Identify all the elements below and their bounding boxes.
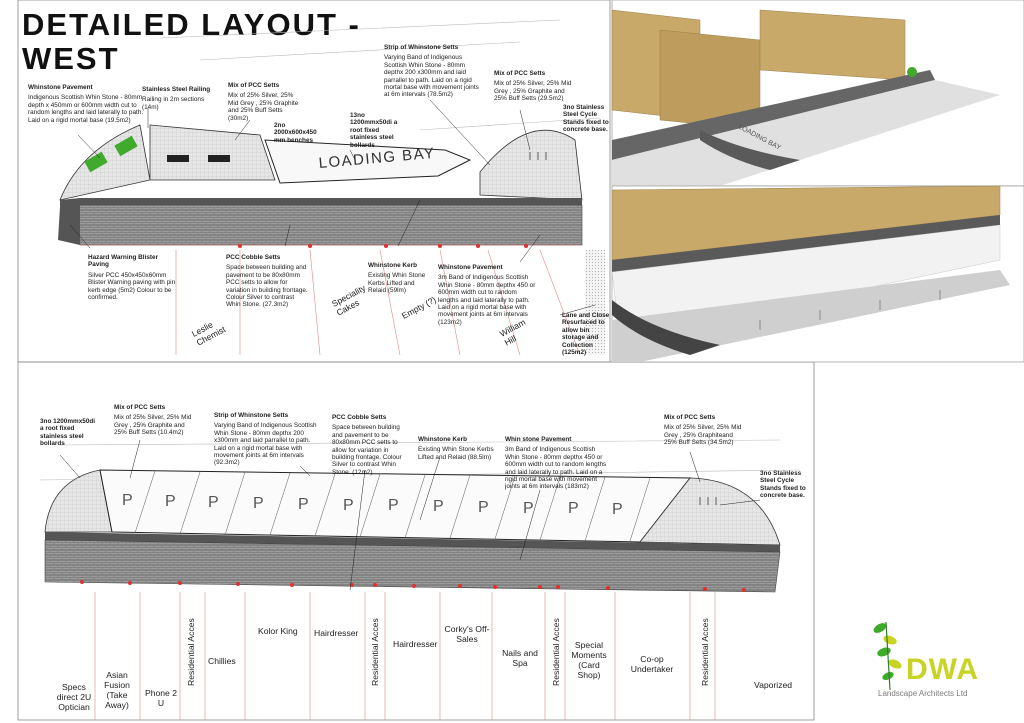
shop-label: Hairdresser — [314, 628, 359, 638]
annotation-benches: 2no 2000x600x450 mm benches — [274, 122, 317, 144]
shop-label: Corky's Off-Sales — [444, 624, 490, 644]
bench-1 — [167, 155, 189, 162]
shop-label: Asian Fusion (Take Away) — [104, 670, 130, 710]
page-title: DETAILED LAYOUT - WEST — [22, 8, 361, 76]
setts-mid — [149, 124, 276, 181]
perspective-top: LOADING BAY — [611, 0, 1024, 187]
shop-label: Residential Acces — [186, 618, 196, 686]
shop-label: Specs direct 2U Optician — [56, 682, 92, 712]
planter-2 — [114, 135, 138, 157]
logo-leaf-icon — [873, 621, 902, 691]
planter-1 — [84, 151, 108, 173]
shop-label: Co-op Undertaker — [630, 654, 674, 674]
bottom-pavement — [44, 539, 781, 593]
shop-label: Residential Acces — [370, 618, 380, 686]
whinstone-pavement — [77, 204, 583, 246]
bottom-plan-frame — [17, 361, 815, 721]
lane-hatch — [585, 250, 605, 355]
parking-symbol: P — [568, 500, 579, 517]
blister-paving — [58, 205, 80, 245]
top-plan — [58, 19, 605, 356]
shop-label: Kolor King — [258, 626, 298, 636]
logo-subtitle: Landscape Architects Ltd — [878, 689, 968, 698]
parking-symbol: P — [612, 501, 623, 518]
shop-label: Hairdresser — [393, 639, 438, 649]
parking-symbol: P — [208, 494, 219, 511]
loading-bay-area — [264, 139, 472, 184]
annotation-cycle-stands-top: 3no Stainless Steel Cycle Stands fixed t… — [563, 104, 609, 134]
parking-symbol: P — [523, 500, 534, 517]
parking-symbol: P — [388, 497, 399, 514]
shop-label: Chillies — [208, 656, 236, 666]
parking-symbol: P — [478, 499, 489, 516]
title-line-1: DETAILED LAYOUT - — [22, 7, 361, 42]
shop-label: Vaporized — [754, 680, 793, 690]
bottom-asphalt — [45, 532, 780, 552]
annotation-bollards-top: 13no 1200mmx50di a root fixed stainless … — [350, 112, 398, 149]
parking-symbol: P — [433, 498, 444, 515]
bottom-setts-right — [639, 477, 781, 546]
perspective-bottom — [611, 185, 1024, 363]
title-line-2: WEST — [22, 41, 120, 76]
parking-symbol: P — [122, 492, 133, 509]
bottom-plan — [39, 439, 801, 720]
parking-symbol: P — [253, 495, 264, 512]
shop-label: Nails and Spa — [502, 648, 538, 668]
annotation-cycle-stands-bottom: 3no Stainless Steel Cycle Stands fixed t… — [760, 470, 806, 500]
shop-label: Special Moments (Card Shop) — [571, 640, 607, 680]
parking-symbol: P — [165, 493, 176, 510]
annotation-bollards-bottom: 3no 1200mmx50di a root fixed stainless s… — [40, 418, 96, 448]
annotation-lane-resurfaced: Lane and Close Resurfaced to allow bin s… — [562, 312, 610, 357]
logo-name: DWA — [906, 653, 979, 686]
shop-label: Phone 2 U — [144, 688, 178, 708]
cycle-stands — [529, 152, 547, 160]
parking-symbol: P — [343, 497, 354, 514]
shop-label: Residential Acces — [551, 618, 561, 686]
bench-2 — [208, 155, 230, 162]
setts-right — [479, 129, 583, 201]
parking-symbol: P — [298, 496, 309, 513]
shop-label: Residential Acces — [700, 618, 710, 686]
